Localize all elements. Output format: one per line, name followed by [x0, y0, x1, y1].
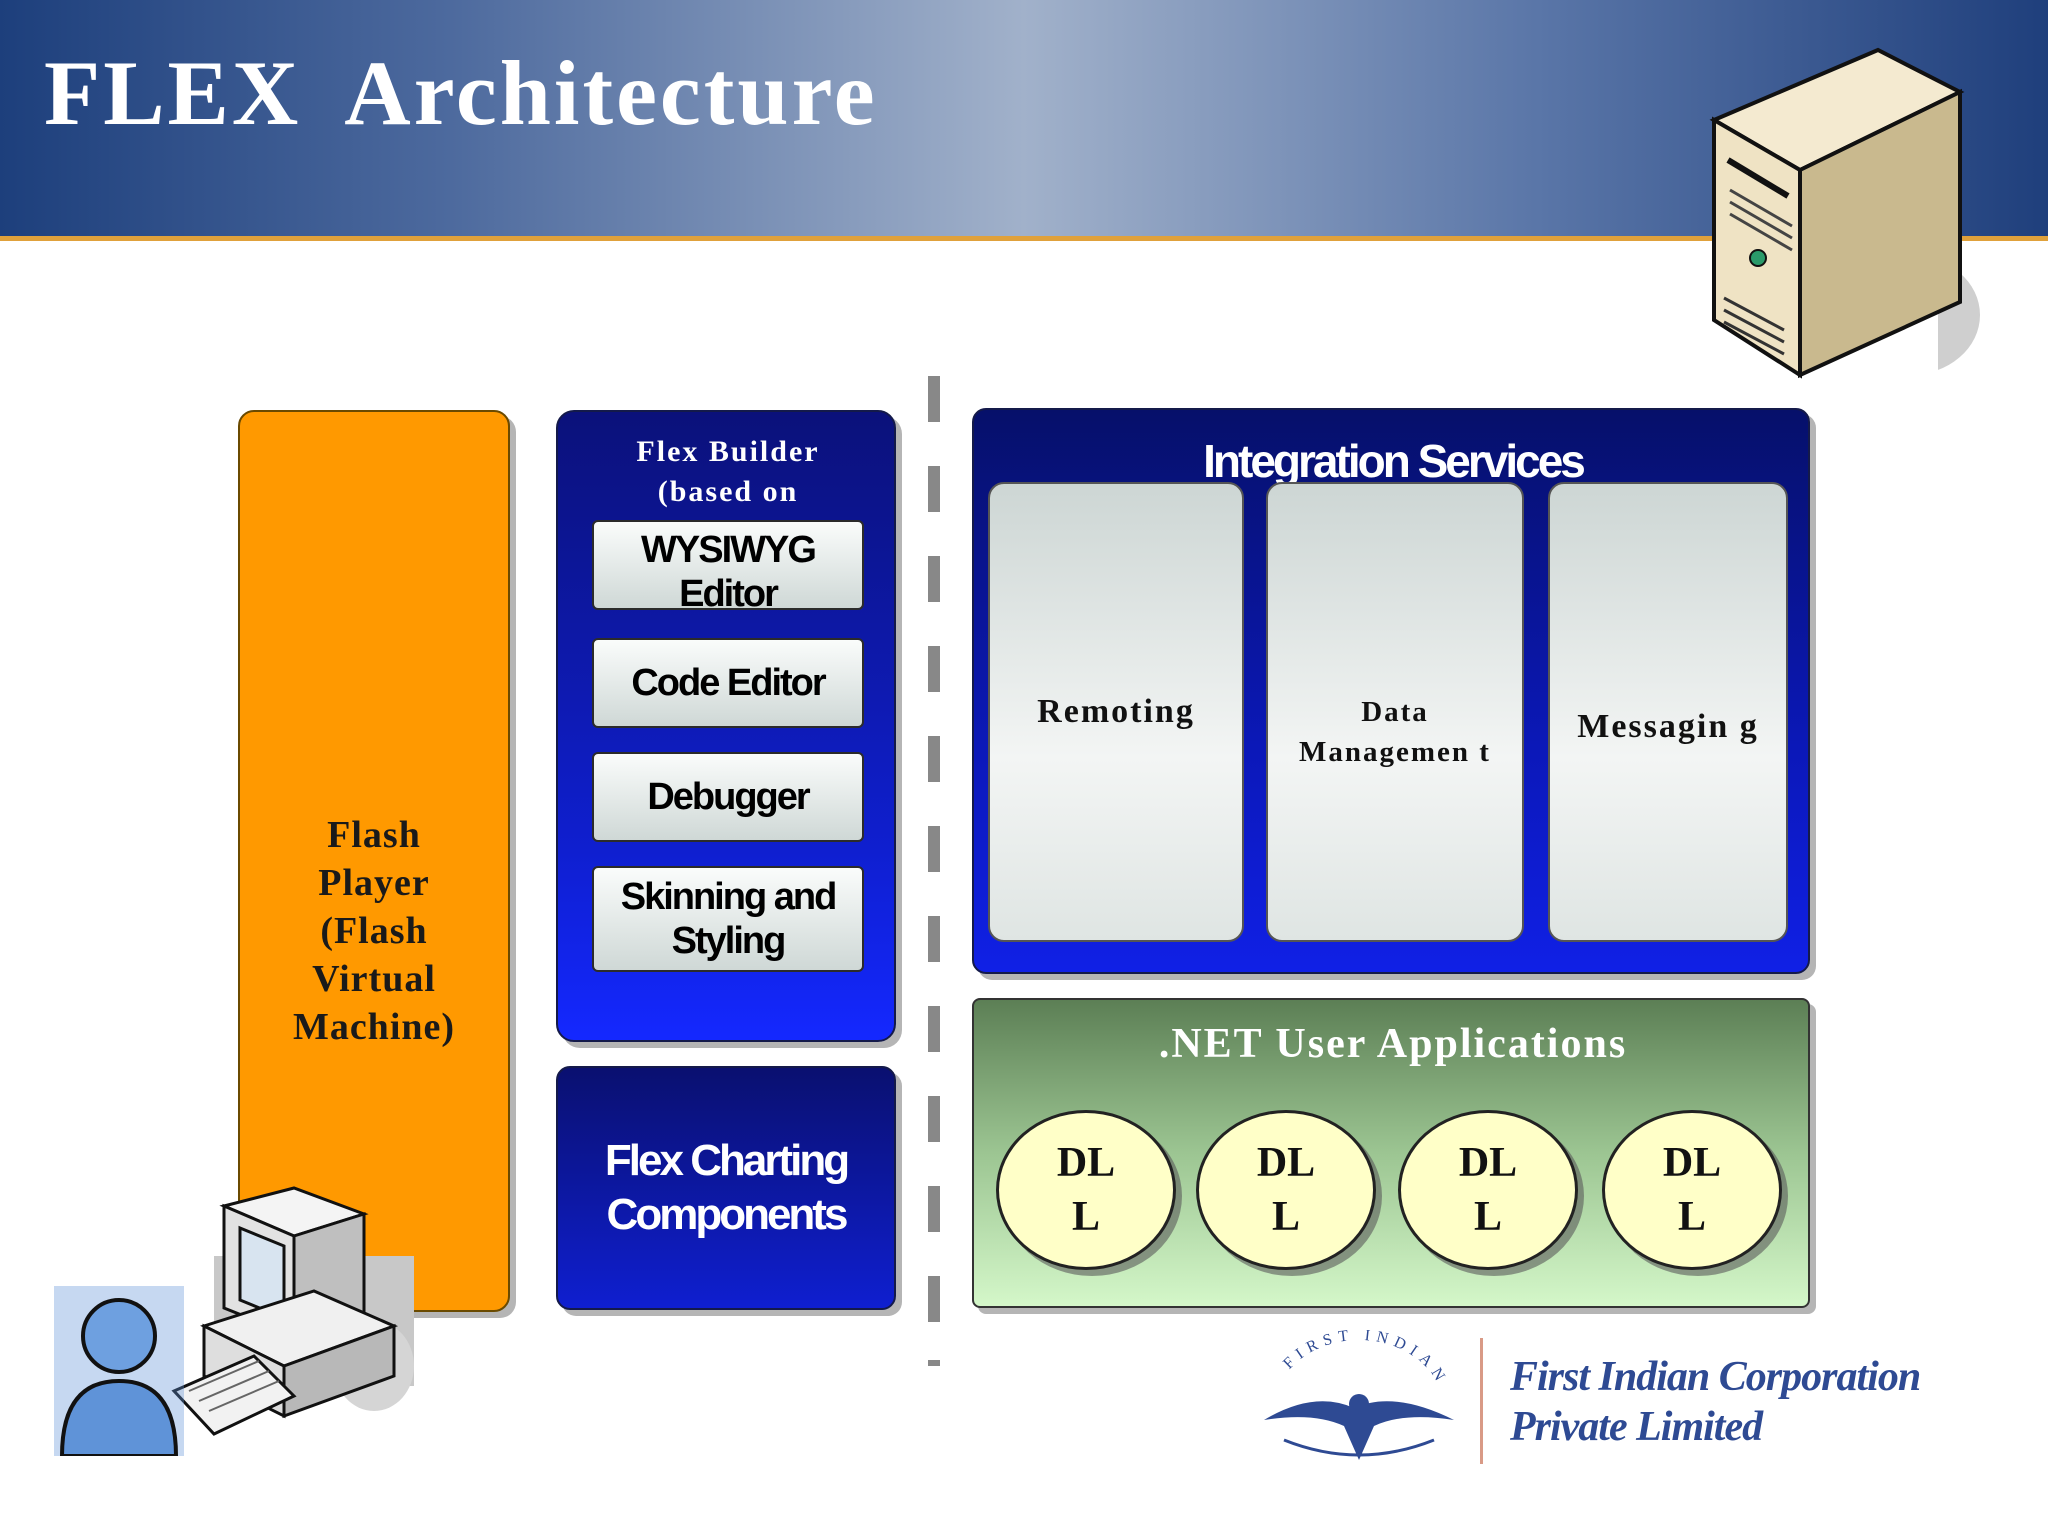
tool-skinning-styling: Skinning and Styling: [592, 866, 864, 972]
dll-circle: DL L: [1196, 1110, 1376, 1270]
service-messaging: Messagin g: [1548, 482, 1788, 942]
flash-player-label: Flash Player (Flash Virtual Machine): [292, 814, 456, 1048]
brand-divider: [1480, 1338, 1483, 1464]
dotnet-apps-title: .NET User Applications: [1158, 1021, 1628, 1067]
separator-dash: [928, 916, 940, 962]
integration-services-box: Integration Services Remoting Data Manag…: [972, 408, 1810, 974]
brand-name: First Indian Corporation Private Limited: [1510, 1352, 1921, 1452]
separator-dash: [928, 736, 940, 782]
tool-label: Skinning and Styling: [620, 876, 838, 962]
service-label: Remoting: [1037, 693, 1195, 730]
dotnet-apps-box: .NET User Applications DL L DL L DL L DL…: [972, 998, 1810, 1308]
service-remoting: Remoting: [988, 482, 1244, 942]
computer-icon: [171, 1186, 414, 1436]
user-icon: [54, 1286, 184, 1456]
separator-dash: [928, 556, 940, 602]
tool-label: WYSIWYG Editor: [641, 529, 817, 610]
dll-label: DL L: [1256, 1140, 1316, 1240]
dll-circle: DL L: [996, 1110, 1176, 1270]
user-computer-illustration: [54, 1176, 424, 1456]
tool-wysiwyg-editor: WYSIWYG Editor: [592, 520, 864, 610]
service-label: Data Managemen t: [1299, 696, 1491, 768]
brand-line-2: Private Limited: [1510, 1404, 1763, 1450]
service-label: Messagin g: [1577, 708, 1759, 745]
flex-charting-label: Flex Charting Components: [604, 1136, 850, 1239]
header-banner: [0, 0, 2048, 238]
separator-dash: [928, 1276, 940, 1322]
separator-dash: [928, 646, 940, 692]
tool-debugger: Debugger: [592, 752, 864, 842]
header-rule: [0, 236, 2048, 241]
tool-label: Code Editor: [631, 662, 826, 704]
brand-line-1: First Indian Corporation: [1510, 1354, 1921, 1400]
dll-label: DL L: [1056, 1140, 1116, 1240]
flash-player-box: Flash Player (Flash Virtual Machine): [238, 410, 510, 1312]
separator-dash: [928, 1006, 940, 1052]
tool-code-editor: Code Editor: [592, 638, 864, 728]
dll-label: DL L: [1662, 1140, 1722, 1240]
server-icon: [1700, 30, 1990, 390]
separator-dash: [928, 1096, 940, 1142]
page-title: FLEX Architecture: [44, 42, 878, 144]
dll-circle: DL L: [1398, 1110, 1578, 1270]
separator-dash: [928, 1360, 940, 1366]
separator-dash: [928, 376, 940, 422]
separator-dash: [928, 826, 940, 872]
separator-dash: [928, 466, 940, 512]
flex-builder-title: Flex Builder (based on: [636, 435, 820, 508]
dll-circle: DL L: [1602, 1110, 1782, 1270]
service-data-management: Data Managemen t: [1266, 482, 1524, 942]
eagle-logo-icon: FIRST INDIAN: [1254, 1327, 1464, 1470]
flex-charting-box: Flex Charting Components: [556, 1066, 896, 1310]
separator-dash: [928, 1186, 940, 1232]
tool-label: Debugger: [647, 776, 810, 818]
flex-builder-box: Flex Builder (based on WYSIWYG Editor Co…: [556, 410, 896, 1042]
svg-text:FIRST INDIAN: FIRST INDIAN: [1280, 1330, 1451, 1389]
integration-services-title: Integration Services: [1203, 435, 1586, 487]
dll-label: DL L: [1458, 1140, 1518, 1240]
